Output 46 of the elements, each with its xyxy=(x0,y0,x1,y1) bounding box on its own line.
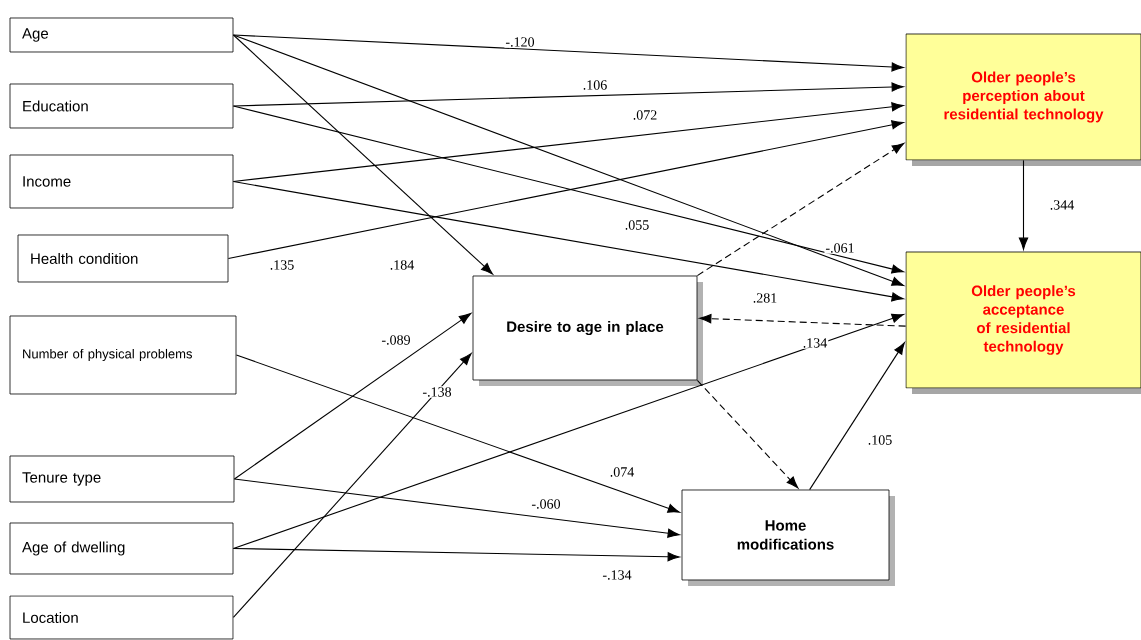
construct-box: Desire to age in place xyxy=(472,275,703,386)
arrow xyxy=(233,313,472,480)
edge-label: .055 xyxy=(623,219,651,231)
arrow xyxy=(696,143,905,277)
arrow xyxy=(232,34,904,72)
variable-box: Tenure type xyxy=(9,455,235,503)
variable-box: Number of physical problems xyxy=(9,315,237,395)
arrow xyxy=(235,354,680,513)
edge-label: -.134 xyxy=(601,569,633,581)
variable-box: Education xyxy=(9,83,234,129)
edge-label: .135 xyxy=(268,259,296,271)
arrow xyxy=(1018,159,1029,250)
arrow xyxy=(232,313,904,550)
arrow xyxy=(232,34,904,286)
arrow xyxy=(227,120,904,260)
edge-label: -.060 xyxy=(530,498,562,510)
arrow xyxy=(699,314,907,327)
outcome-box: Older people’s acceptance of residential technology xyxy=(905,251,1141,394)
arrow xyxy=(232,105,904,274)
edge-label: .105 xyxy=(866,434,894,446)
edge-label: .074 xyxy=(608,466,636,478)
variable-box: Age of dwelling xyxy=(9,522,234,575)
variable-box: Location xyxy=(9,595,234,640)
arrow xyxy=(232,180,904,302)
edge-label: .184 xyxy=(388,259,416,271)
edge-label: .106 xyxy=(581,79,609,91)
edge-label: .281 xyxy=(751,292,779,304)
arrow xyxy=(232,34,494,275)
outcome-box: Older people’s perception about residential technology xyxy=(905,33,1141,166)
edge-label: -.061 xyxy=(824,242,856,254)
arrow xyxy=(232,353,472,619)
arrow xyxy=(696,379,799,489)
variable-box: Health condition xyxy=(17,234,229,283)
edge-label: -.120 xyxy=(504,36,536,48)
edge-label: -.138 xyxy=(421,386,453,398)
edge-label: .344 xyxy=(1048,199,1076,211)
edge-label: -.089 xyxy=(380,334,412,346)
variable-box: Income xyxy=(9,154,234,209)
construct-box: Home modifications xyxy=(681,489,895,586)
edge-label: .072 xyxy=(631,109,659,121)
arrow xyxy=(232,547,680,562)
arrow xyxy=(232,82,904,107)
edge-label: .134 xyxy=(801,337,829,349)
arrow xyxy=(233,478,680,538)
variable-box: Age xyxy=(9,17,234,53)
arrow xyxy=(809,342,905,491)
